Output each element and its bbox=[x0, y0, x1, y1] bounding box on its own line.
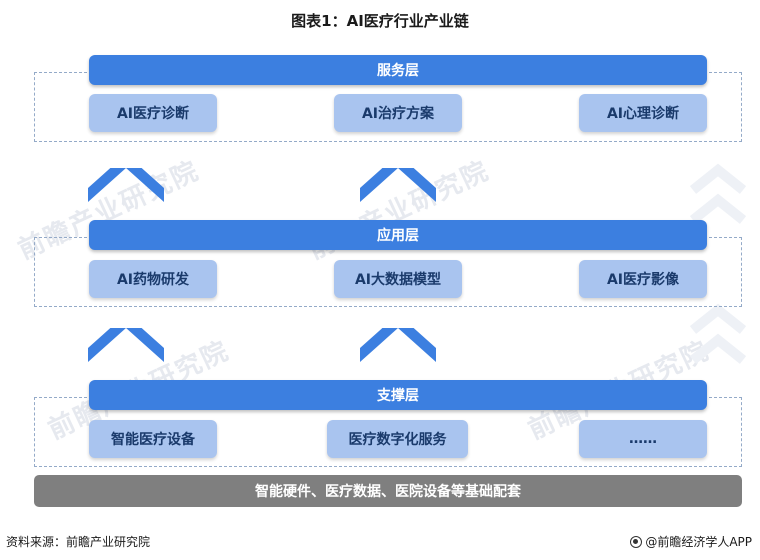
up-arrow-icon bbox=[360, 168, 436, 202]
service-item: AI治疗方案 bbox=[334, 94, 462, 132]
up-arrow-icon bbox=[88, 328, 164, 362]
application-item: AI大数据模型 bbox=[334, 260, 462, 298]
up-arrow-icon bbox=[88, 168, 164, 202]
support-layer-title: 支撑层 bbox=[89, 380, 707, 410]
service-item: AI医疗诊断 bbox=[89, 94, 217, 132]
foundation-bar: 智能硬件、医疗数据、医院设备等基础配套 bbox=[34, 475, 742, 507]
figure-title: 图表1：AI医疗行业产业链 bbox=[291, 12, 469, 30]
up-arrow-icon bbox=[360, 328, 436, 362]
support-item: 智能医疗设备 bbox=[89, 420, 217, 458]
service-item: AI心理诊断 bbox=[579, 94, 707, 132]
application-layer-title: 应用层 bbox=[89, 220, 707, 250]
brand-logo-icon bbox=[630, 535, 643, 548]
service-layer-title: 服务层 bbox=[89, 55, 707, 85]
application-item: AI医疗影像 bbox=[579, 260, 707, 298]
source-note: 资料来源：前瞻产业研究院 bbox=[6, 535, 151, 549]
brand-credit: @前瞻经济学人APP bbox=[630, 533, 752, 550]
support-item: 医疗数字化服务 bbox=[327, 420, 468, 458]
brand-text: @前瞻经济学人APP bbox=[645, 535, 752, 549]
support-item: …… bbox=[579, 420, 707, 458]
application-item: AI药物研发 bbox=[89, 260, 217, 298]
